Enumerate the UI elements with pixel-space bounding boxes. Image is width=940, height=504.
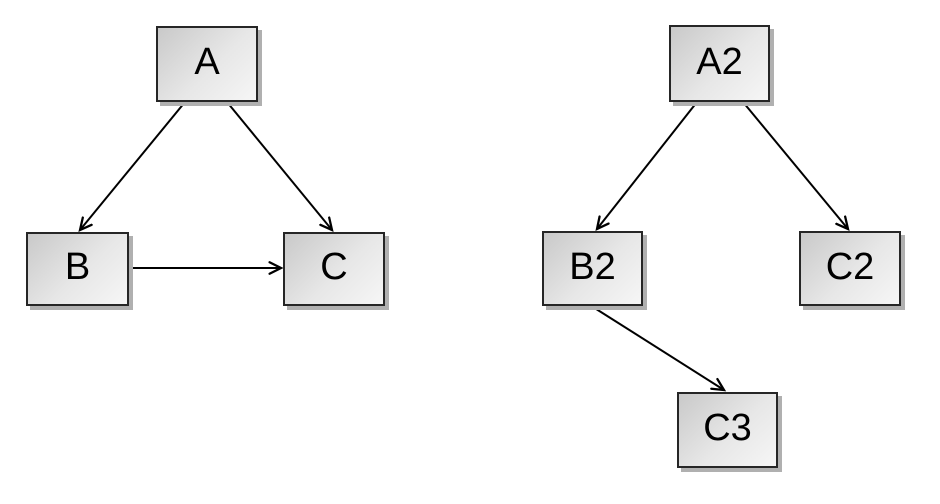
node-label: C3 xyxy=(703,407,752,449)
node-B2[interactable]: B2 xyxy=(542,231,643,306)
node-B[interactable]: B xyxy=(26,232,129,306)
node-C3[interactable]: C3 xyxy=(677,392,778,468)
edge-A2-to-B2 xyxy=(595,101,698,232)
node-A2[interactable]: A2 xyxy=(669,25,770,102)
edge-A-to-C xyxy=(226,101,334,232)
node-label: B xyxy=(64,246,91,288)
node-label: A xyxy=(194,41,220,83)
node-C[interactable]: C xyxy=(283,232,385,306)
node-label: C xyxy=(320,246,348,288)
edge-A-to-B xyxy=(78,101,186,232)
node-A[interactable]: A xyxy=(156,26,258,102)
edge-B2-to-C3 xyxy=(592,306,727,392)
node-label: A2 xyxy=(696,40,743,83)
node-label: B2 xyxy=(569,245,616,288)
edge-A2-to-C2 xyxy=(742,101,850,231)
node-C2[interactable]: C2 xyxy=(799,231,901,306)
node-label: C2 xyxy=(825,245,875,288)
